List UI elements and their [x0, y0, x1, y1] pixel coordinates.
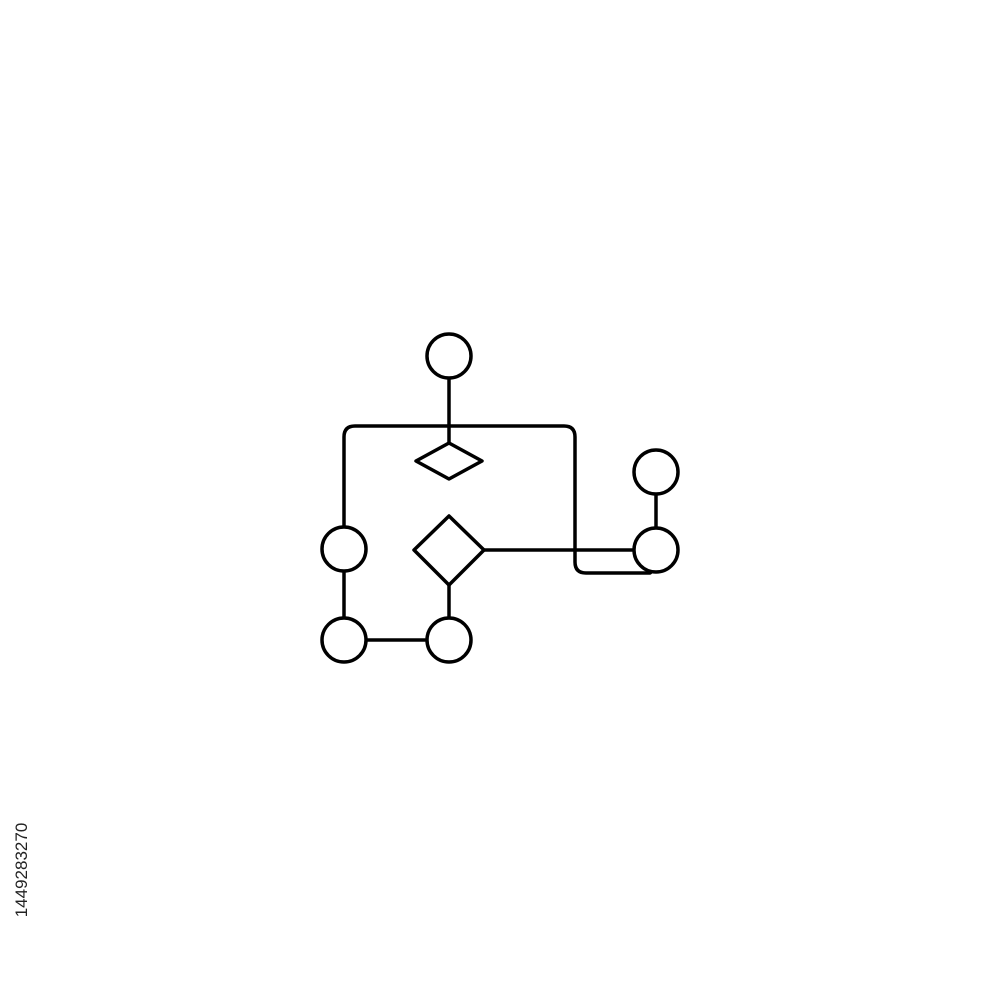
center-decision-diamond	[412, 514, 486, 587]
stock-id-watermark: 1449283270	[12, 822, 31, 918]
start-circle-node	[425, 332, 473, 380]
right-top-circle-node	[632, 448, 680, 496]
top-decision-diamond	[414, 441, 484, 481]
left-bottom-circle-node	[320, 616, 368, 664]
left-mid-circle-node	[320, 525, 368, 573]
loop-connector	[342, 424, 666, 575]
center-bottom-circle-node	[425, 616, 473, 664]
right-mid-circle-node	[632, 526, 680, 574]
